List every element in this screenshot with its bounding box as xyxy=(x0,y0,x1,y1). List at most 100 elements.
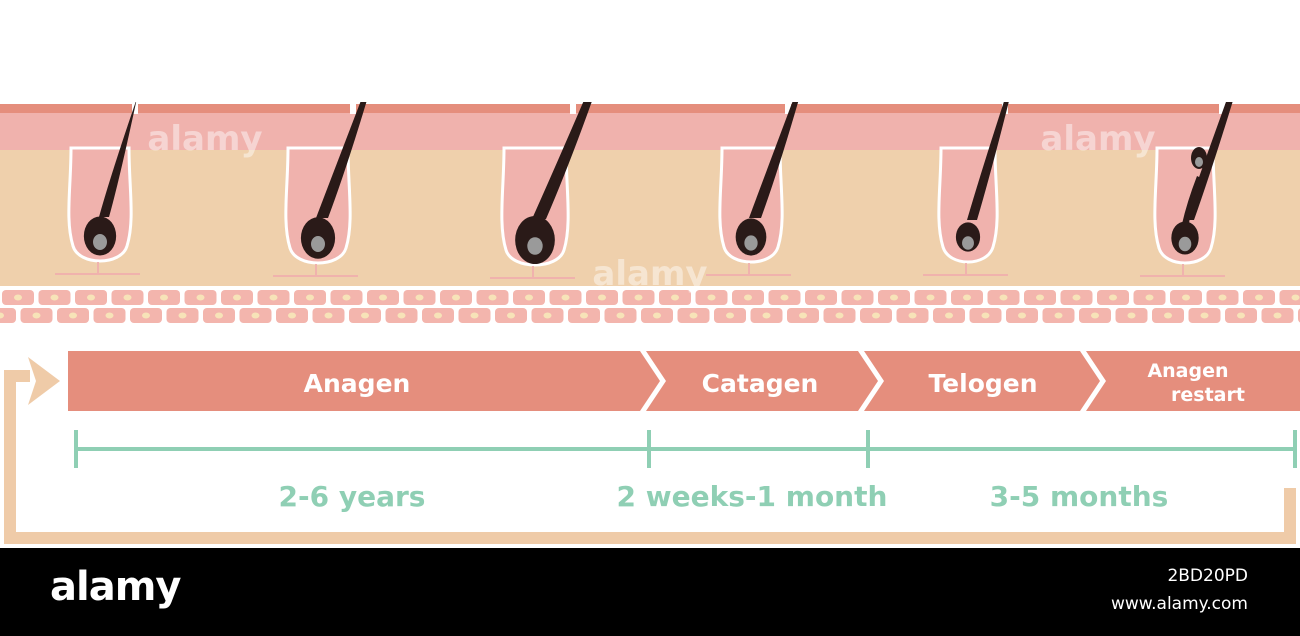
cell-nucleus xyxy=(1255,294,1263,301)
cell-nucleus xyxy=(890,294,898,301)
dermis-layer xyxy=(0,150,1300,286)
cell-nucleus xyxy=(1237,312,1245,319)
cell-nucleus xyxy=(817,294,825,301)
dermal-papilla xyxy=(311,236,325,252)
cell-nucleus xyxy=(653,312,661,319)
cell-nucleus xyxy=(616,312,625,319)
cell-nucleus xyxy=(1291,294,1300,301)
cell-nucleus xyxy=(598,294,606,301)
hair-follicle-3 xyxy=(490,102,592,279)
cell-nucleus xyxy=(32,312,41,319)
footer-image-id: 2BD20PD xyxy=(1167,566,1248,586)
cell-nucleus xyxy=(14,294,22,301)
cell-nucleus xyxy=(1182,294,1190,301)
phase-bar: Anagen Catagen Telogen Anagen restart xyxy=(68,351,1300,411)
cell-nucleus xyxy=(580,312,588,319)
watermarks: alamy alamy alamy xyxy=(147,119,1155,294)
cell-nucleus xyxy=(689,312,698,319)
duration-anagen-label: 2-6 years xyxy=(279,480,426,513)
cell-nucleus xyxy=(215,312,223,319)
cell-nucleus xyxy=(123,294,132,301)
hair-follicle-1 xyxy=(55,102,140,275)
dermal-papilla xyxy=(744,235,758,251)
footer-logo: alamy xyxy=(50,564,181,610)
club-hair-core xyxy=(1195,157,1203,167)
cell-nucleus xyxy=(726,312,734,319)
skin-surface-layer xyxy=(0,104,1300,113)
cell-nucleus xyxy=(415,294,424,301)
hair-shaft xyxy=(99,102,137,217)
cell-nucleus xyxy=(908,312,917,319)
cell-nucleus xyxy=(963,294,971,301)
cell-nucleus xyxy=(835,312,844,319)
cell-nucleus xyxy=(999,294,1008,301)
phase-restart-label-line1: Anagen xyxy=(1147,360,1228,382)
cell-nucleus xyxy=(981,312,990,319)
cell-nucleus xyxy=(1200,312,1209,319)
cell-nucleus xyxy=(1054,312,1063,319)
phase-catagen xyxy=(646,351,878,411)
return-arrow-head-icon xyxy=(28,357,60,405)
cell-nucleus xyxy=(1072,294,1081,301)
cell-nucleus xyxy=(160,294,168,301)
cell-nucleus xyxy=(324,312,333,319)
follicles xyxy=(55,102,1233,279)
cell-nucleus xyxy=(233,294,241,301)
cell-nucleus xyxy=(853,294,862,301)
cell-nucleus xyxy=(361,312,369,319)
dermal-papilla xyxy=(1178,236,1192,252)
dermal-papilla xyxy=(962,236,974,250)
cell-nucleus xyxy=(1036,294,1044,301)
cell-nucleus xyxy=(1145,294,1154,301)
footer-bar: alamy 2BD20PD www.alamy.com xyxy=(0,548,1300,636)
cell-nucleus xyxy=(434,312,442,319)
watermark-3: alamy xyxy=(1040,119,1155,159)
hair-shaft xyxy=(532,102,592,219)
cell-nucleus xyxy=(744,294,752,301)
cell-nucleus xyxy=(1109,294,1117,301)
cell-nucleus xyxy=(1218,294,1227,301)
cell-nucleus xyxy=(780,294,789,301)
phase-telogen xyxy=(864,351,1100,411)
cell-nucleus xyxy=(50,294,59,301)
phase-catagen-label: Catagen xyxy=(702,369,819,398)
duration-catagen-label: 2 weeks-1 month xyxy=(617,480,888,513)
cell-nucleus xyxy=(251,312,260,319)
epidermis-layer xyxy=(0,112,1300,150)
hair-follicle-6 xyxy=(1140,102,1233,277)
cell-nucleus xyxy=(397,312,406,319)
cell-nucleus xyxy=(1018,312,1026,319)
hair-shaft xyxy=(749,102,799,218)
cell-nucleus xyxy=(671,294,679,301)
phase-anagen-label: Anagen xyxy=(304,369,411,398)
cell-layer xyxy=(0,290,1300,323)
cell-nucleus xyxy=(1127,312,1136,319)
cell-nucleus xyxy=(69,312,77,319)
cell-nucleus xyxy=(872,312,880,319)
cell-nucleus xyxy=(269,294,278,301)
surface-gap xyxy=(1219,102,1225,114)
dermal-papilla xyxy=(527,237,543,255)
cell-nucleus xyxy=(1273,312,1282,319)
cell-nucleus xyxy=(634,294,643,301)
skin-cell xyxy=(0,308,16,323)
cell-nucleus xyxy=(543,312,552,319)
cell-nucleus xyxy=(926,294,935,301)
hair-shaft xyxy=(967,102,1009,220)
phase-anagen-restart xyxy=(1086,351,1300,411)
cell-nucleus xyxy=(196,294,205,301)
hair-shaft xyxy=(316,102,367,218)
watermark-1: alamy xyxy=(147,119,262,159)
surface-gap xyxy=(132,102,138,114)
watermark-2: alamy xyxy=(592,254,707,294)
cell-nucleus xyxy=(507,312,515,319)
cell-nucleus xyxy=(342,294,351,301)
hair-follicle-5 xyxy=(923,102,1009,276)
cell-nucleus xyxy=(488,294,497,301)
cell-nucleus xyxy=(142,312,150,319)
surface-gap xyxy=(350,102,356,114)
cell-nucleus xyxy=(379,294,387,301)
cell-nucleus xyxy=(470,312,479,319)
cell-nucleus xyxy=(105,312,114,319)
